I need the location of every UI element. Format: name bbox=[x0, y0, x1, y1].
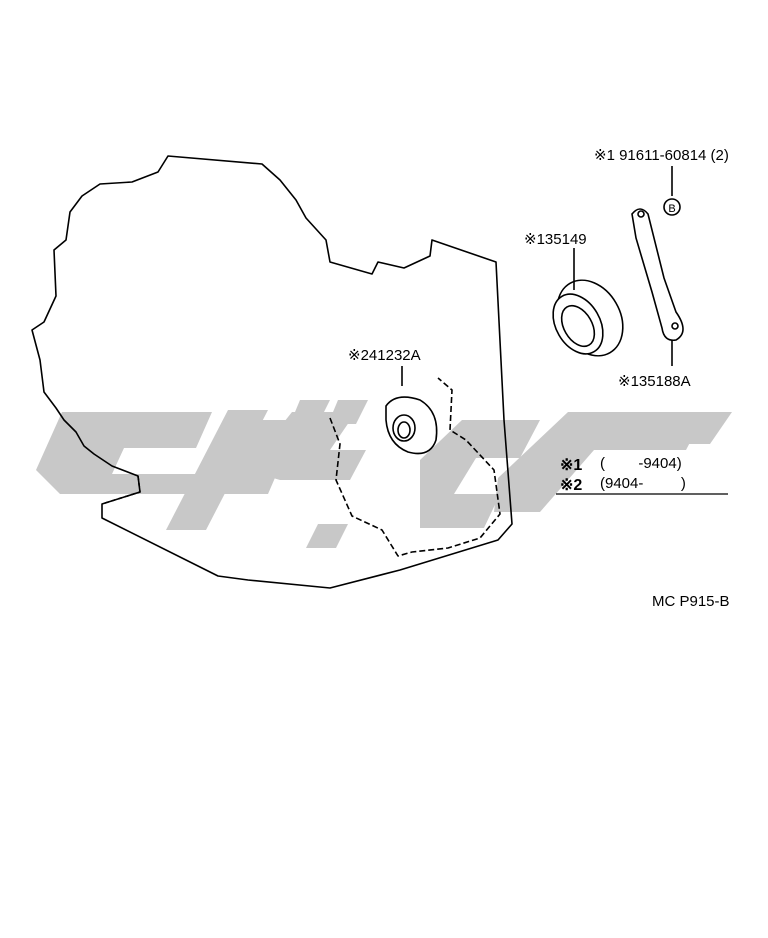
legend-row1-mark: ※1 bbox=[560, 457, 582, 474]
bolt-label: ※1 91611-60814 (2) bbox=[594, 147, 729, 164]
oil-seal-label: ※135149 bbox=[524, 231, 587, 248]
legend-row1-range: ( -9404) bbox=[600, 455, 682, 472]
watermark-shape-5 bbox=[290, 400, 330, 424]
housing-outline bbox=[31, 155, 513, 589]
watermark-shape-3 bbox=[166, 410, 268, 530]
bracket-hole-bottom bbox=[671, 322, 679, 330]
housing-inner-edge bbox=[329, 377, 501, 557]
watermark-shape-4 bbox=[246, 412, 366, 480]
bracket-body bbox=[631, 208, 684, 342]
watermark-shape-10 bbox=[576, 412, 732, 444]
legend: ※1 ( -9404) ※2 (9404- ) bbox=[556, 455, 728, 495]
mount-bushing bbox=[385, 366, 438, 455]
legend-row2-range: (9404- ) bbox=[600, 475, 686, 492]
bracket-label: ※135188A bbox=[618, 373, 691, 390]
bracket bbox=[631, 166, 684, 366]
watermark-shape-8 bbox=[420, 420, 540, 528]
watermark-shape-6 bbox=[328, 400, 368, 424]
diagram-code: MC P915-B bbox=[652, 593, 730, 610]
bracket-hole-top bbox=[637, 210, 645, 218]
housing-front-edge bbox=[101, 475, 141, 505]
oil-seal bbox=[552, 248, 624, 357]
bushing-hole-inner bbox=[397, 421, 411, 439]
mount-bushing-label: ※241232A bbox=[348, 347, 421, 364]
bolt-marker-letter: B bbox=[668, 203, 675, 215]
watermark-shape-7 bbox=[306, 524, 348, 548]
transmission-housing bbox=[31, 155, 513, 589]
watermark-logo bbox=[36, 400, 732, 548]
legend-row2-mark: ※2 bbox=[560, 477, 582, 494]
seal-inner bbox=[560, 304, 596, 348]
bolt-marker-circle bbox=[663, 198, 681, 216]
